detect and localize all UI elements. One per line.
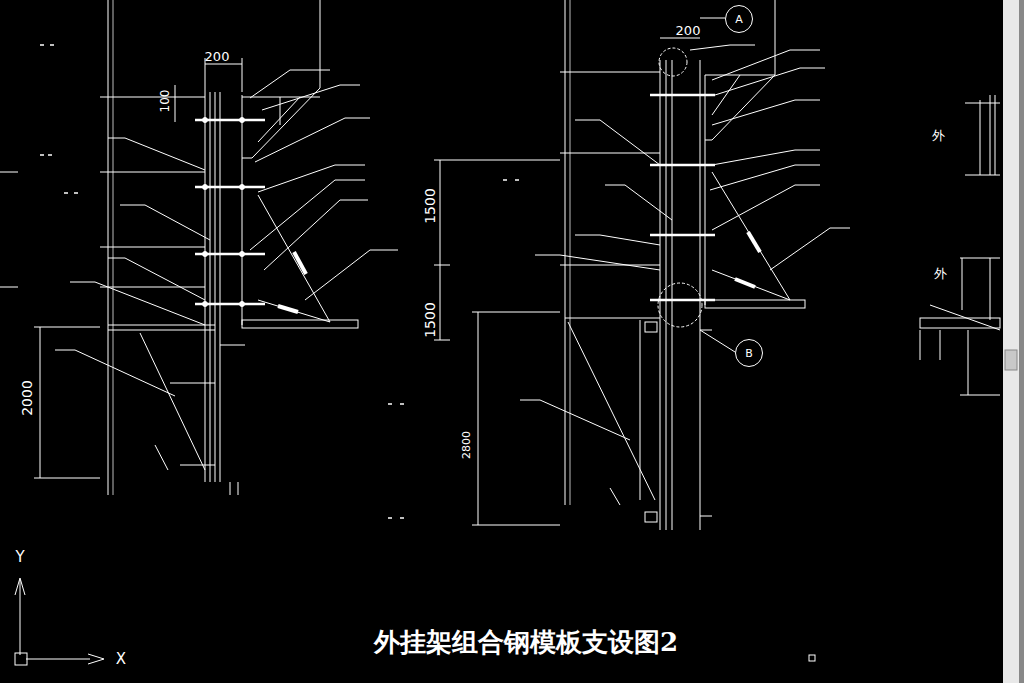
dimension: 2000: [19, 380, 35, 416]
dimension: 200: [205, 49, 230, 64]
dimension: 200: [676, 23, 701, 38]
axis-label: X: [116, 650, 126, 668]
callout-letter: B: [745, 347, 753, 360]
axis-label: Y: [15, 548, 24, 566]
section-callout: A: [725, 5, 753, 33]
side-note: 外: [932, 127, 945, 145]
dimension: 100: [158, 90, 172, 113]
dimension: 2800: [460, 431, 473, 459]
drawing-title: 外挂架组合钢模板支设图2: [374, 625, 678, 660]
dimension: 1500: [422, 188, 438, 224]
side-note: 外: [934, 265, 947, 283]
callout-letter: A: [735, 13, 743, 26]
section-callout: B: [735, 339, 763, 367]
dimension: 1500: [422, 302, 438, 338]
